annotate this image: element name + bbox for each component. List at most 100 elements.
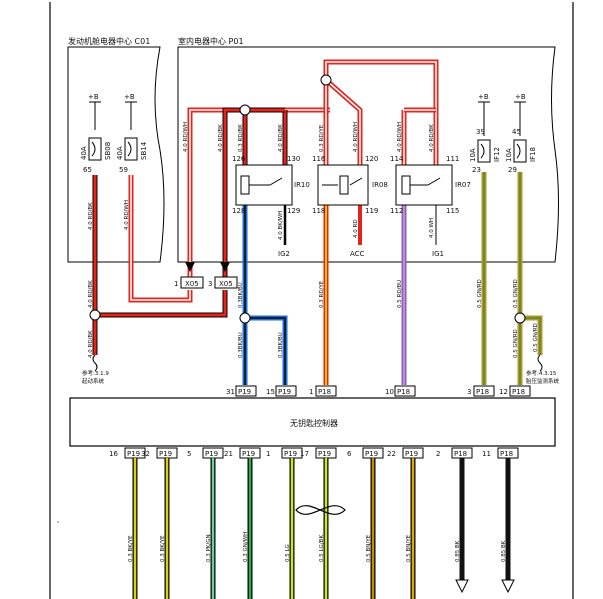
svg-text:3: 3 <box>208 280 212 288</box>
svg-text:128: 128 <box>232 207 245 215</box>
relay-ir10-name: IR10 <box>294 181 310 189</box>
relay-ir08-name: IR08 <box>372 181 388 189</box>
relay-ir07-out: IG1 <box>432 250 444 258</box>
svg-text:0.3BK/BU: 0.3BK/BU <box>278 332 284 358</box>
splice-dot <box>89 309 101 321</box>
bottom-pin-conn: P19 <box>284 450 297 458</box>
svg-text:120: 120 <box>365 155 378 163</box>
ref-start-system: 起动系统 <box>82 377 105 385</box>
stray-mark: ' <box>57 520 59 528</box>
keyless-controller <box>69 397 556 447</box>
fuse-if12: 39 10A IF12 23 <box>469 128 501 174</box>
svg-text:116: 116 <box>312 155 326 163</box>
fuse-if18-pin-in: 45 <box>512 128 521 136</box>
svg-text:P18: P18 <box>512 388 525 396</box>
bottom-pin-conn: P19 <box>159 450 172 458</box>
ground-arrow <box>501 579 515 594</box>
bottom-wire-label: 0.3 GN/WH <box>243 532 249 562</box>
bottom-pin-conn: P19 <box>205 450 218 458</box>
svg-text:126: 126 <box>232 155 246 163</box>
svg-text:X05: X05 <box>219 280 233 288</box>
svg-text:4.0 RD/WH: 4.0 RD/WH <box>183 122 189 152</box>
svg-text:111: 111 <box>446 155 459 163</box>
bottom-pin-conn: P19 <box>405 450 418 458</box>
fuse-sb14: 40A SB14 59 <box>116 137 148 174</box>
fuse-if18-name: IF18 <box>529 147 537 162</box>
power-label-4: +B <box>515 93 526 101</box>
svg-text:0.3 RD/YE: 0.3 RD/YE <box>319 124 325 152</box>
connector-x05-1: 1 X05 <box>174 262 204 289</box>
fuse-if12-name: IF12 <box>493 147 501 162</box>
fuse-if18: 45 10A IF18 29 <box>505 128 537 174</box>
bottom-wire-label: 0.85 BK <box>501 540 507 562</box>
fuse-sb14-pin: 59 <box>119 166 128 174</box>
relay-ir08-out: ACC <box>350 250 365 258</box>
ref-tpms-code: 参考:4.3.15 <box>526 369 557 377</box>
svg-text:31: 31 <box>226 388 235 396</box>
ref-start-code: 参考:3.1.9 <box>82 369 109 377</box>
bottom-pin-number: 17 <box>300 450 309 458</box>
fuse-sb08-name: SB08 <box>104 142 112 160</box>
svg-text:4.0 RD/WH: 4.0 RD/WH <box>124 200 130 230</box>
svg-text:0.5 GN/RD: 0.5 GN/RD <box>477 279 483 308</box>
bottom-pin-number: 6 <box>347 450 352 458</box>
bottom-pin-conn: P18 <box>500 450 513 458</box>
bottom-pin-number: 16 <box>109 450 118 458</box>
svg-text:15: 15 <box>266 388 275 396</box>
bottom-pin-number: 32 <box>141 450 150 458</box>
svg-text:P19: P19 <box>278 388 291 396</box>
relay-ir08: 116 120 118 119 IR08 ACC <box>312 155 388 258</box>
engine-fusebox-outline <box>67 46 165 263</box>
svg-text:0.5 GN/RD: 0.5 GN/RD <box>533 323 539 352</box>
fuse-sb08: 40A SB08 65 <box>80 137 112 174</box>
power-label-3: +B <box>478 93 489 101</box>
fuse-sb14-rating: 40A <box>116 146 124 160</box>
svg-text:114: 114 <box>390 155 404 163</box>
svg-text:P19: P19 <box>238 388 251 396</box>
fuse-if18-pin-out: 29 <box>508 166 517 174</box>
bottom-pin-number: 1 <box>266 450 270 458</box>
bottom-pin-conn: P19 <box>318 450 331 458</box>
svg-text:112: 112 <box>390 207 403 215</box>
svg-text:115: 115 <box>446 207 459 215</box>
svg-text:4.0 RD/BK: 4.0 RD/BK <box>88 330 94 358</box>
svg-text:4.0 RD/WH: 4.0 RD/WH <box>353 122 359 152</box>
svg-text:1: 1 <box>309 388 313 396</box>
svg-text:4.0 RD/BK: 4.0 RD/BK <box>429 124 435 152</box>
svg-text:0.3BK/BU: 0.3BK/BU <box>238 332 244 358</box>
svg-text:4.0 RD/BK: 4.0 RD/BK <box>88 202 94 230</box>
svg-text:4.0 RD: 4.0 RD <box>353 219 359 238</box>
svg-text:3: 3 <box>467 388 471 396</box>
svg-text:130: 130 <box>287 155 300 163</box>
connector-x05-3: 3 X05 <box>208 262 238 289</box>
svg-text:X05: X05 <box>185 280 199 288</box>
bottom-wire-label: 0.85 BK <box>455 540 461 562</box>
bottom-wire-label: 0.3 BK/YE <box>160 535 166 562</box>
power-label-2: +B <box>124 93 135 101</box>
bottom-pin-number: 5 <box>187 450 191 458</box>
bottom-pin-conn: P18 <box>454 450 467 458</box>
keyless-controller-title: 无钥匙控制器 <box>290 418 338 428</box>
bottom-wire-label: 0.5 LG/BK <box>319 535 325 562</box>
splice-dot <box>320 74 332 86</box>
svg-text:10: 10 <box>385 388 394 396</box>
bottom-wire-label: 0.3 PK/GN <box>206 534 212 562</box>
svg-text:0.3 RD/YE: 0.3 RD/YE <box>319 280 325 308</box>
svg-text:4.0 RD/BK: 4.0 RD/BK <box>218 124 224 152</box>
svg-text:P18: P18 <box>397 388 410 396</box>
bottom-wire-label: 0.3 BK/YE <box>128 535 134 562</box>
svg-text:P18: P18 <box>476 388 489 396</box>
interior-fusebox-outline <box>177 46 559 263</box>
bottom-pin-number: 21 <box>224 450 233 458</box>
splice-dot <box>514 312 526 324</box>
fuse-if18-rating: 10A <box>505 148 513 162</box>
svg-text:129: 129 <box>287 207 300 215</box>
relay-ir10: 126 130 128 129 IR10 IG2 <box>232 155 310 258</box>
bottom-wire-label: 0.5 LG <box>285 544 291 562</box>
bottom-wire-label: 0.5 BN/YE <box>366 534 372 562</box>
svg-text:4.0 BK/WH: 4.0 BK/WH <box>278 211 284 240</box>
svg-text:0.3 RD/BK: 0.3 RD/BK <box>238 124 244 152</box>
svg-text:119: 119 <box>365 207 378 215</box>
